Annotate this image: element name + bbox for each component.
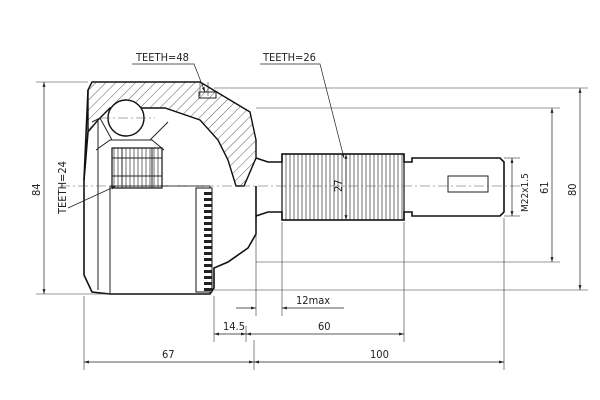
abs-tooth xyxy=(204,240,212,243)
abs-tooth xyxy=(204,288,212,291)
abs-tooth xyxy=(204,234,212,237)
label-spline-dia: 27 xyxy=(332,179,345,192)
abs-tooth xyxy=(204,192,212,195)
abs-tooth xyxy=(204,246,212,249)
abs-tooth xyxy=(204,228,212,231)
label-14-5: 14.5 xyxy=(223,320,245,333)
abs-tooth xyxy=(204,282,212,285)
abs-tooth xyxy=(204,210,212,213)
label-12max: 12max xyxy=(296,294,330,307)
dim-84 xyxy=(36,81,110,295)
leader-shaft-teeth xyxy=(260,63,345,159)
label-dia-84: 84 xyxy=(30,183,43,196)
label-thread: M22x1.5 xyxy=(520,173,531,212)
abs-tooth xyxy=(204,252,212,255)
abs-tooth xyxy=(204,216,212,219)
dim-14-5-60 xyxy=(213,222,405,342)
abs-tooth xyxy=(204,222,212,225)
label-100: 100 xyxy=(370,348,389,361)
label-67: 67 xyxy=(162,348,175,361)
label-dia-61: 61 xyxy=(538,181,551,194)
label-inner-teeth: TEETH=24 xyxy=(56,161,69,215)
dim-80 xyxy=(214,87,588,291)
label-outer-teeth: TEETH=48 xyxy=(135,51,189,64)
abs-tooth xyxy=(204,270,212,273)
leader-outer-teeth xyxy=(132,63,206,93)
abs-tooth xyxy=(204,198,212,201)
label-dia-80: 80 xyxy=(566,183,579,196)
abs-tooth xyxy=(204,264,212,267)
label-60: 60 xyxy=(318,320,331,333)
leader-inner-teeth xyxy=(67,185,117,209)
abs-tooth xyxy=(204,276,212,279)
inner-spline xyxy=(111,147,163,189)
shaft-spline xyxy=(281,153,405,221)
abs-ring xyxy=(195,187,213,293)
dim-61 xyxy=(256,107,560,263)
dim-12max xyxy=(236,222,344,316)
abs-tooth xyxy=(204,258,212,261)
dim-thread xyxy=(504,157,520,217)
inner-race xyxy=(91,99,169,189)
shaft xyxy=(255,153,505,221)
dim-67-100 xyxy=(83,218,505,370)
label-shaft-teeth: TEETH=26 xyxy=(262,51,316,64)
abs-tooth xyxy=(204,204,212,207)
